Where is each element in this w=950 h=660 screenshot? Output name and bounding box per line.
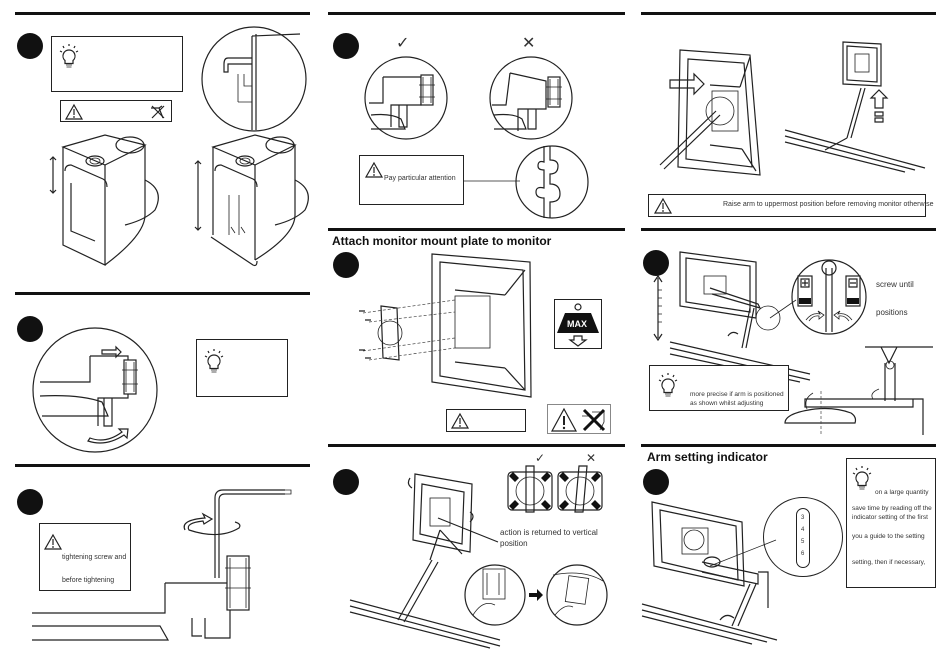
section-divider	[641, 228, 936, 231]
caption-line2: position	[500, 539, 528, 548]
indicator-detail: 3 4 5 6	[763, 497, 843, 577]
section-divider	[328, 12, 625, 15]
indicator-value: 5	[801, 539, 805, 545]
section-divider	[641, 12, 936, 15]
hand-detail-illustration	[464, 564, 608, 626]
section-divider	[328, 228, 625, 231]
warning-text-line2: before tightening	[62, 577, 115, 584]
clamp-slide-illustration	[32, 327, 158, 453]
step-marker	[643, 469, 669, 495]
warning-icon	[550, 407, 578, 432]
no-power-tool-badge	[547, 404, 611, 434]
section-divider	[15, 292, 310, 295]
tip-box	[196, 339, 288, 397]
incorrect-clamp-illustration	[489, 56, 573, 140]
tip-text-line5: setting, then if necessary,	[852, 559, 926, 566]
step-marker	[333, 252, 359, 278]
step-marker	[17, 316, 43, 342]
tip-box: more precise if arm is positioned as sho…	[649, 365, 789, 411]
clamp-open-illustration	[49, 134, 159, 266]
correct-orientation-illustration	[507, 465, 553, 513]
section-divider	[641, 444, 936, 447]
top-view-arm-illustration	[784, 346, 933, 435]
lightbulb-icon	[852, 466, 872, 490]
warning-icon	[653, 197, 673, 214]
tip-text-line1: more precise if arm is positioned	[690, 391, 784, 398]
warning-icon	[450, 412, 470, 429]
correct-mark: ✓	[535, 451, 546, 465]
warning-text: Pay particular attention	[384, 175, 456, 182]
warning-text-line1: tightening screw and	[62, 554, 127, 561]
warning-icon	[43, 533, 63, 550]
section-divider	[328, 444, 625, 447]
tip-box: on a large quantity save time by reading…	[846, 458, 936, 588]
warning-box	[60, 100, 172, 122]
remove-monitor-illustration	[659, 49, 761, 176]
incorrect-mark: ✕	[522, 35, 536, 52]
section-heading: Attach monitor mount plate to monitor	[332, 234, 552, 248]
hang-monitor-illustration	[349, 473, 501, 649]
tip-text-line3: indicator setting of the first	[852, 514, 928, 521]
correct-clamp-illustration	[364, 56, 448, 140]
indicator-scale: 3 4 5 6	[796, 508, 810, 568]
raise-arm-illustration	[784, 41, 926, 173]
no-power-tool-icon	[582, 408, 606, 432]
monitor-plate-illustration	[359, 253, 532, 398]
lightbulb-icon	[658, 373, 678, 397]
arm-indicator-illustration	[641, 501, 778, 645]
tip-text-line4: you a guide to the setting	[852, 533, 925, 540]
incorrect-mark: ✕	[586, 451, 597, 465]
weight-icon	[557, 303, 599, 347]
section-divider	[15, 12, 310, 15]
tip-text-line1: on a large quantity	[875, 489, 929, 496]
incorrect-orientation-illustration	[557, 465, 603, 513]
adjust-screw-detail	[791, 259, 867, 335]
warning-text: Raise arm to uppermost position before r…	[723, 201, 934, 208]
positions-label: positions	[876, 308, 908, 317]
step-marker	[17, 489, 43, 515]
step-marker	[333, 469, 359, 495]
section-heading: Arm setting indicator	[647, 450, 768, 464]
indicator-value: 3	[801, 515, 805, 521]
no-tool-icon	[151, 105, 165, 119]
hook-detail-illustration	[515, 145, 589, 219]
lightbulb-icon	[204, 349, 224, 373]
step-marker	[17, 33, 43, 59]
warning-box: tightening screw and before tightening	[39, 523, 131, 591]
max-weight-badge: MAX	[554, 299, 602, 349]
correct-mark: ✓	[396, 35, 410, 52]
warning-box: Raise arm to uppermost position before r…	[648, 194, 934, 217]
indicator-value: 6	[801, 551, 805, 557]
clamp-detail-illustration	[201, 26, 307, 132]
tip-box	[51, 36, 183, 92]
clamp-extended-illustration	[194, 134, 309, 267]
tip-text-line2: as shown whilst adjusting	[690, 400, 764, 407]
tighten-screw-illustration	[32, 489, 292, 641]
warning-icon	[364, 161, 384, 178]
warning-box	[446, 409, 526, 432]
indicator-value: 4	[801, 527, 805, 533]
lightbulb-icon	[59, 44, 79, 68]
leader-line	[464, 180, 520, 182]
step-marker	[333, 33, 359, 59]
warning-icon	[64, 103, 84, 120]
tip-text-line2: save time by reading off the	[852, 505, 932, 512]
warning-box: Pay particular attention	[359, 155, 464, 205]
step-marker	[643, 250, 669, 276]
leader-line	[769, 299, 797, 319]
screw-until-label: screw until	[876, 280, 914, 289]
caption-line1: action is returned to vertical	[500, 528, 598, 537]
max-label: MAX	[567, 319, 587, 329]
section-divider	[15, 464, 310, 467]
